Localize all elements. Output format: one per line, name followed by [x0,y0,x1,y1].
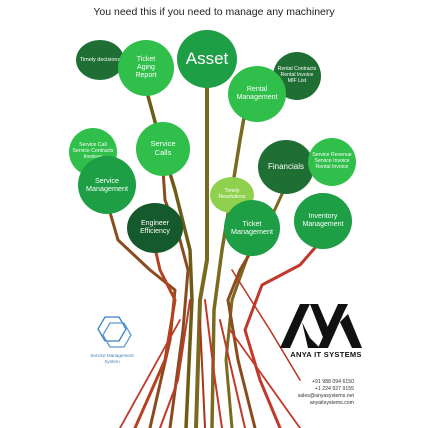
website-link[interactable]: anyaitsystems.com [309,400,354,407]
contact-block: +91 988 094 6150 +1 224 927 9155 sales@a… [298,379,354,407]
company-name: ANYA IT SYSTEMS [290,350,362,359]
branch-small-red-4 [219,319,246,428]
branch-small-red-1 [204,299,223,428]
node-inventory-management: Inventory Management [294,193,352,249]
phone-2: +1 224 927 9155 [314,386,354,393]
phone-1: +91 988 094 6150 [312,379,354,385]
branch-asset [194,80,209,428]
node-timely-decisions: Timely decisions [76,40,124,80]
node-financials: Financials [258,140,314,194]
service-management-system-logo [97,316,132,348]
branch-small-red-6 [229,329,301,428]
node-rental-contracts: Rental Contracts Rental Invoice MIF List [273,52,321,100]
node-asset: Asset [177,30,237,88]
node-ticket-aging-report: Ticket Aging Report [118,40,174,96]
branch-small-red-5 [119,319,181,428]
headline: You need this if you need to manage any … [93,6,335,18]
node-service-management: Service Management [78,156,136,214]
node-ticket-management: Ticket Management [224,200,280,256]
branch-small-red-7 [231,269,301,381]
node-engineer-efficiency: Engineer Efficiency [127,203,183,253]
node-service-revenue: Service Revenue Service Invoice Rental I… [308,138,356,186]
node-service-calls: Service Calls [136,122,190,176]
branch-engineer [133,246,177,428]
branch-small-red-2 [159,299,191,428]
branch-small-red-3 [199,319,206,428]
service-management-system-label: Service Management System [90,353,134,364]
branch-service-calls [161,168,190,428]
aa-logo-icon [280,304,362,348]
branch-ticket-mgmt [226,248,257,428]
branch-inventory [243,240,322,428]
email-link[interactable]: sales@anyasystems.net [297,393,354,400]
node-rental-management: Rental Management [228,66,286,122]
